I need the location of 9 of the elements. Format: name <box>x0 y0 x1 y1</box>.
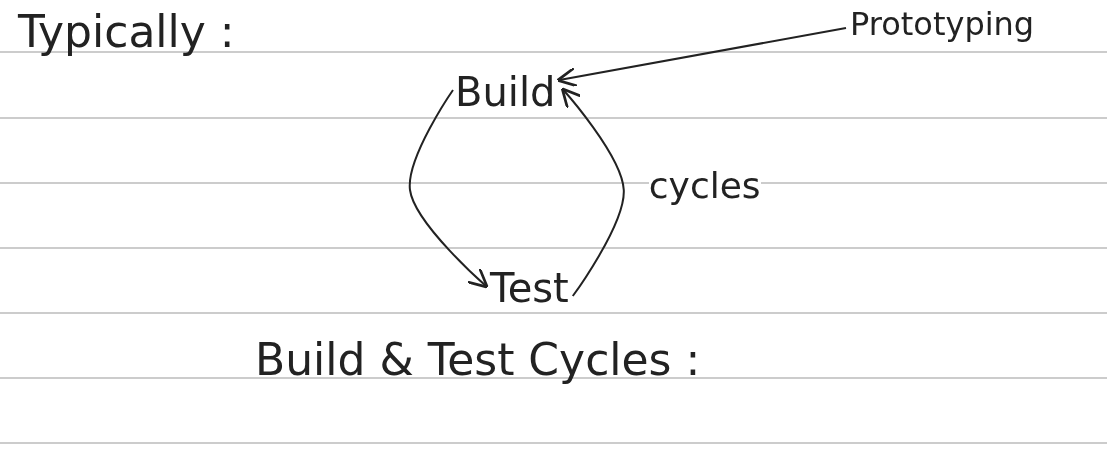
node-text: Test <box>490 268 569 308</box>
arrow <box>560 87 625 297</box>
node-text: Prototyping <box>850 8 1035 40</box>
node-text: Build <box>455 72 556 112</box>
handwritten-note: Build & Test Cycles : <box>255 338 701 382</box>
edge-label: cycles <box>648 168 761 204</box>
handwritten-note: Typically : <box>18 10 235 54</box>
arrow <box>408 89 489 289</box>
arrow <box>556 27 847 88</box>
